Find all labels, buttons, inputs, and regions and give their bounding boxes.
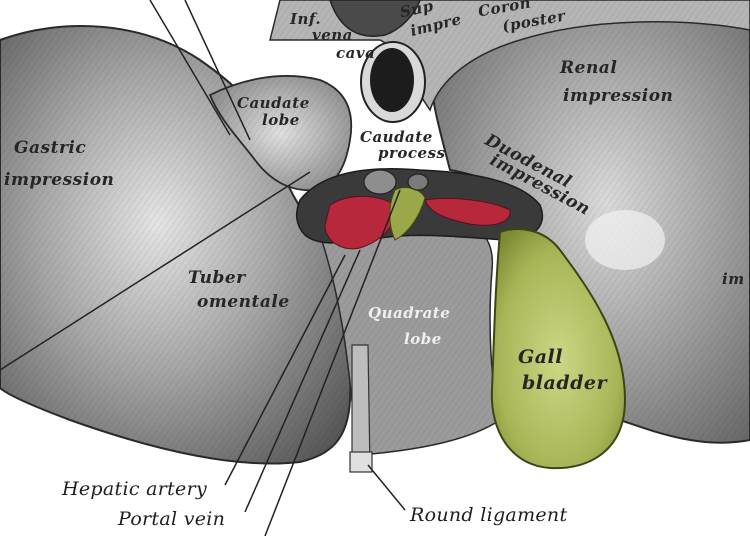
gastric-leader	[0, 171, 311, 371]
top-leader-2	[184, 0, 251, 141]
gall-bladder-label: Gall	[518, 346, 563, 368]
quadrate-lobe-label: Quadrate	[368, 304, 451, 322]
portal-vessels	[324, 195, 397, 250]
colic-edge-label: im	[722, 270, 745, 288]
inf-vena-cava-label-3: cava	[336, 44, 376, 62]
caudate-lobe-label-2: lobe	[262, 111, 300, 129]
hepatic-artery-label: Hepatic artery	[62, 478, 208, 500]
hepatic-artery-leader	[224, 254, 346, 486]
round-ligament-band	[351, 344, 371, 471]
gastric-impression-label-2: impression	[4, 170, 115, 190]
round-ligament-leader	[367, 464, 406, 511]
inf-vena-cava-label: Inf.	[290, 10, 322, 28]
tuber-omentale-label-2: omentale	[197, 292, 290, 312]
renal-impression-label: Renal	[560, 58, 618, 78]
tuber-omentale-label: Tuber	[188, 268, 246, 288]
top-leader-1	[149, 0, 231, 136]
gall-bladder-label-2: bladder	[522, 372, 607, 394]
caudate-lobe-label: Caudate	[237, 94, 310, 112]
caudate-process-label: Caudate	[360, 128, 433, 146]
renal-impression-label-2: impression	[563, 86, 674, 106]
quadrate-lobe-label-2: lobe	[404, 330, 442, 348]
portal-vein-label: Portal vein	[118, 508, 226, 530]
gastric-impression-label: Gastric	[14, 138, 87, 158]
inf-vena-cava-label-2: vena	[312, 26, 353, 44]
round-ligament-label: Round ligament	[410, 504, 568, 526]
gall-bladder	[490, 228, 627, 470]
bile-duct-leader	[264, 189, 401, 536]
caudate-process-label-2: process	[378, 144, 446, 162]
portal-vein-leader	[244, 249, 361, 513]
